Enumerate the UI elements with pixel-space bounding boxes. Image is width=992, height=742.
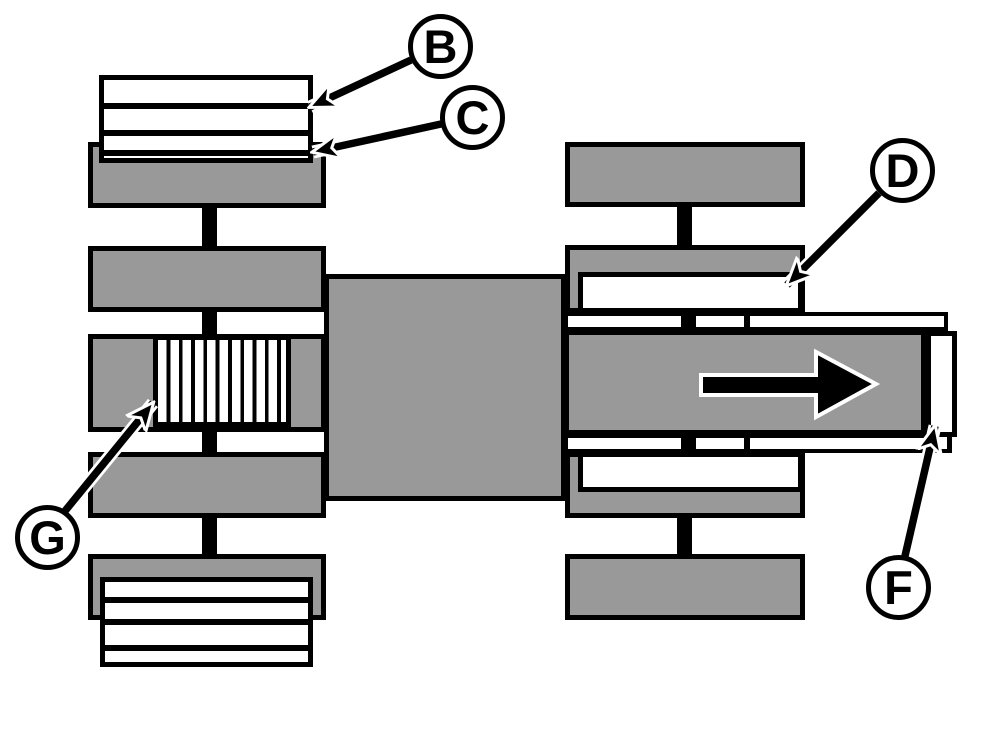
stack-divider-line xyxy=(105,619,308,625)
stack-divider-line xyxy=(105,645,308,651)
frame-rail-top xyxy=(564,312,948,331)
rail-divider xyxy=(744,434,750,453)
callout-c-letter: C xyxy=(455,91,490,144)
front-frame-bar xyxy=(564,330,926,435)
callout-f: F xyxy=(866,555,931,620)
callout-d: D xyxy=(870,138,935,203)
stack-divider-line xyxy=(105,597,308,603)
front-weight-plate-top xyxy=(578,272,803,313)
right-wheel-row-4 xyxy=(565,554,805,620)
rail-divider xyxy=(744,312,750,331)
front-weight-plate-bottom xyxy=(578,452,803,492)
callout-b-letter: B xyxy=(423,20,458,73)
stack-divider-line xyxy=(104,150,308,156)
callout-c: C xyxy=(440,85,505,150)
top-weight-stack xyxy=(99,75,313,163)
stack-divider-line xyxy=(104,130,308,136)
leader-arrow-b xyxy=(310,54,414,113)
right-wheel-row-1 xyxy=(565,142,805,207)
callout-d-letter: D xyxy=(885,144,920,197)
rail-axle-block xyxy=(681,434,696,453)
rail-axle-block xyxy=(681,312,696,331)
frame-end-piece xyxy=(926,331,957,437)
callout-g-letter: G xyxy=(29,511,66,564)
callout-g: G xyxy=(15,505,80,570)
left-wheel-row-4 xyxy=(88,452,326,518)
frame-end-step xyxy=(926,437,952,453)
left-wheel-row-2 xyxy=(88,246,326,312)
callout-b: B xyxy=(408,14,473,79)
leader-arrow-c xyxy=(313,117,443,152)
tractor-body xyxy=(324,274,566,501)
callout-f-letter: F xyxy=(884,561,913,614)
bottom-weight-stack xyxy=(100,577,313,667)
striped-ballast-block xyxy=(153,335,291,427)
stack-divider-line xyxy=(104,103,308,109)
frame-rail-bottom xyxy=(564,434,948,453)
